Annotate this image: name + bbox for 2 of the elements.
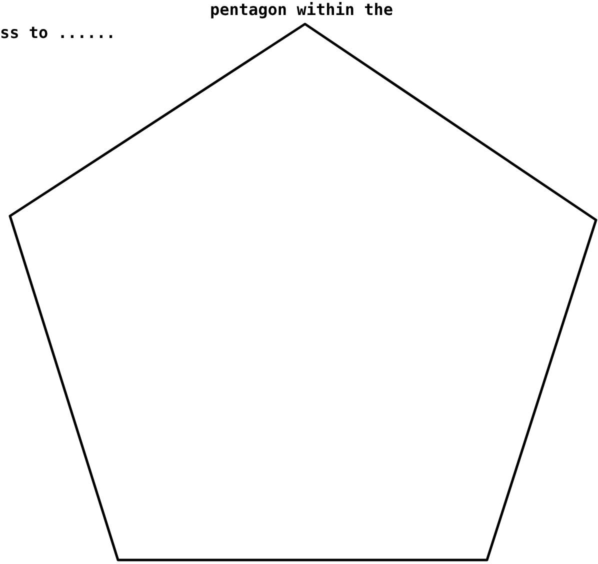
instruction-text: ss to ...... [0, 24, 116, 42]
instruction-text: pentagon within the [210, 1, 394, 19]
